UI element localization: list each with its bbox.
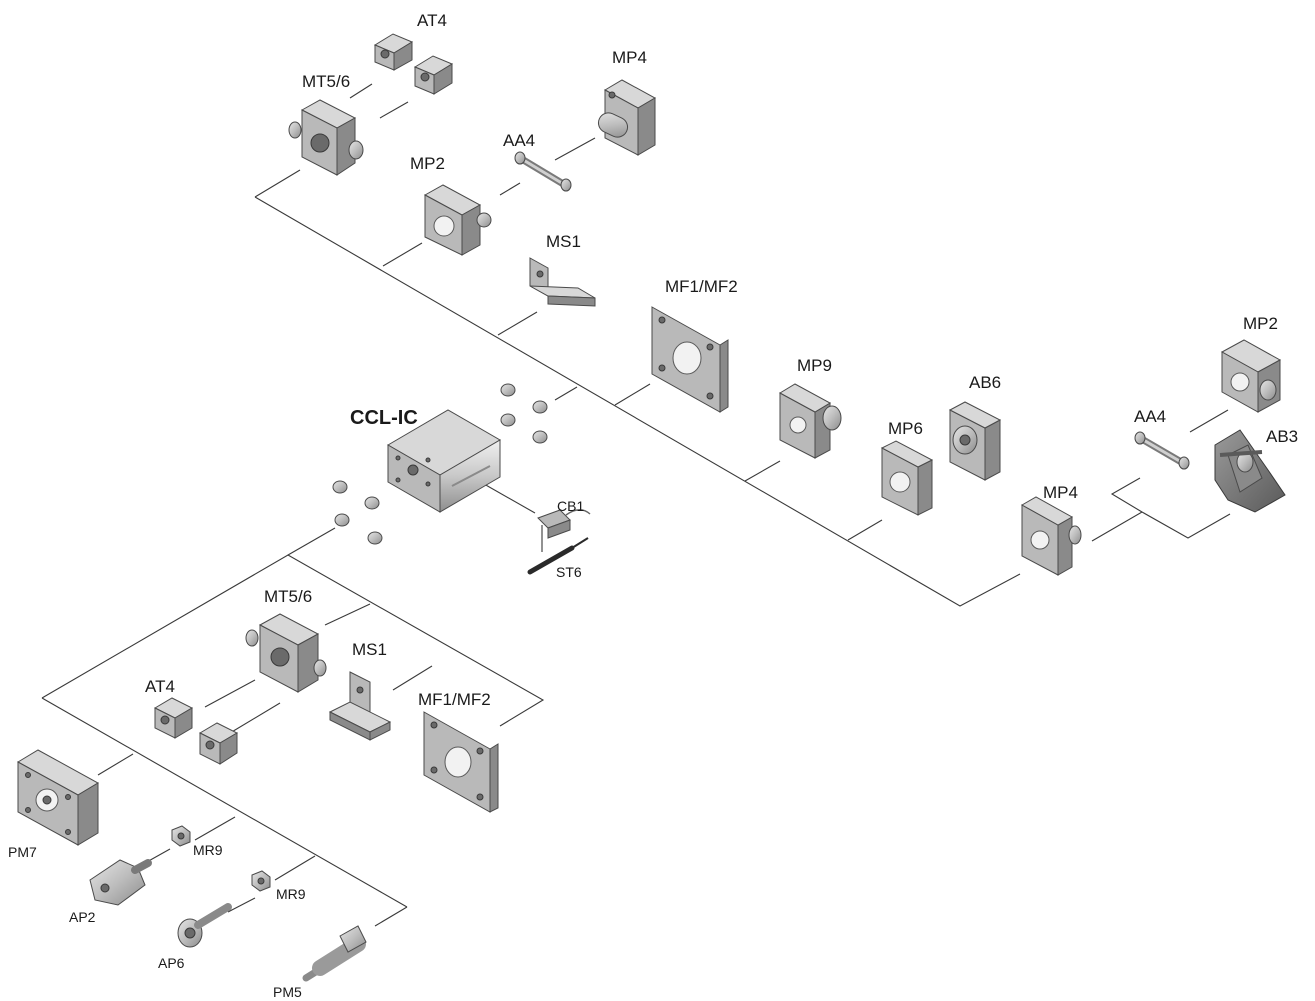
mr9-nut-a [171,825,191,847]
cb1-part [537,509,591,539]
aa4-right-part [1134,431,1190,470]
label-ap2: AP2 [69,909,96,925]
mp9-part [778,383,842,459]
label-mp4-right: MP4 [1043,483,1078,502]
label-ap6: AP6 [158,955,185,971]
label-mt56-bottom: MT5/6 [264,587,312,606]
label-ms1-top: MS1 [546,232,581,251]
connector-lines [41,83,1231,927]
mt56-top-part [288,99,364,176]
at4-top-part [373,33,454,95]
label-pm7: PM7 [8,844,37,860]
part-labels: CCL-IC AT4 MT5/6 MP4 AA4 MP2 MS1 MF1/MF2… [8,11,1298,1000]
mr9-nut-b [251,870,271,892]
label-ab3: AB3 [1266,427,1298,446]
ab6-part [948,401,1002,481]
mp4-right-part [1020,496,1082,576]
mounting-screws [332,383,548,545]
mp6-part [880,440,934,516]
label-mf-top: MF1/MF2 [665,277,738,296]
label-at4-top: AT4 [417,11,447,30]
aa4-top-part [514,151,572,192]
label-aa4-top: AA4 [503,131,535,150]
ccl-ic-title: CCL-IC [350,407,418,429]
mt56-bottom-part [245,613,327,693]
pm7-part [16,749,100,846]
ms1-top-part [529,257,596,307]
label-ab6: AB6 [969,373,1001,392]
label-mr9-a: MR9 [193,842,223,858]
label-mp2-top: MP2 [410,154,445,173]
label-mp9: MP9 [797,356,832,375]
label-st6: ST6 [556,564,582,580]
ms1-bottom-part [328,671,392,741]
ab3-part [1214,429,1286,513]
mp2-right-part [1220,339,1282,413]
ccl-ic-cylinder [332,383,548,545]
label-ms1-bottom: MS1 [352,640,387,659]
ap2-part [89,859,152,906]
st6-part [527,537,589,575]
at4-bottom-part [153,697,239,765]
ap6-part [177,903,232,948]
label-at4-bottom: AT4 [145,677,175,696]
label-pm5: PM5 [273,984,302,1000]
label-cb1: CB1 [557,498,584,514]
label-mp4-top: MP4 [612,48,647,67]
label-aa4-right: AA4 [1134,407,1166,426]
label-mf-bottom: MF1/MF2 [418,690,491,709]
mp2-top-part [423,184,492,256]
mf-bottom-part [423,711,499,813]
label-mr9-b: MR9 [276,886,306,902]
mp4-top-part [597,79,657,156]
label-mp6: MP6 [888,419,923,438]
mf-top-part [651,306,729,413]
pm5-part [302,925,367,982]
label-mp2-right: MP2 [1243,314,1278,333]
label-mt56-top: MT5/6 [302,72,350,91]
